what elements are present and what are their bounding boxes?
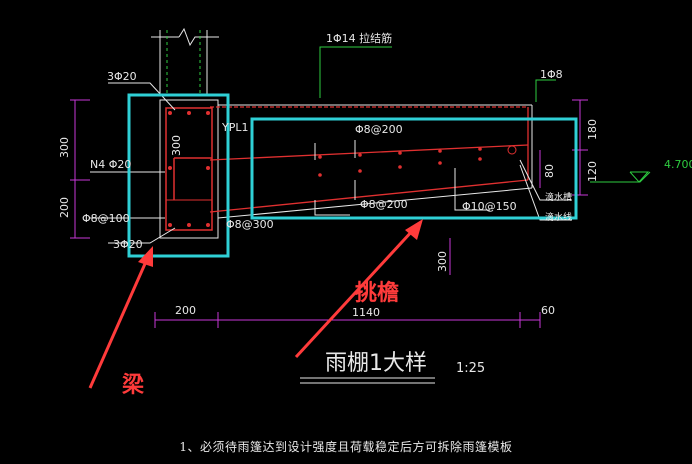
- cantilever-callout: 挑檐: [355, 280, 399, 306]
- top-left-bar-label: 3Φ20: [107, 70, 137, 83]
- beam-callout: 梁: [121, 373, 144, 398]
- drawing-scale: 1:25: [456, 361, 485, 376]
- beam-section-dim: 300: [170, 135, 183, 156]
- wall-hatch: [166, 30, 201, 95]
- drip-label-1: 滴水槽: [545, 191, 572, 203]
- elevation-label: 4.700: [664, 158, 692, 171]
- canopy-main-bar-label: Φ10@150: [462, 200, 517, 213]
- beam-highlight-box: [127, 93, 230, 258]
- canopy-dist-bar-label: Φ8@200: [360, 198, 408, 211]
- dim-bottom-1: 1140: [352, 306, 380, 319]
- dim-bottom-2: 60: [541, 304, 555, 317]
- drip-groove-symbol: [507, 145, 517, 155]
- drip-label-2: 滴水线: [545, 211, 572, 223]
- dim-bottom-0: 200: [175, 304, 196, 317]
- dim-right-180: 180: [586, 119, 599, 140]
- beam-rebar-dots: [168, 111, 210, 227]
- edge-bar-label: 1Φ8: [540, 68, 563, 81]
- upper-wall: [151, 27, 219, 95]
- construction-note: 1、必须待雨篷达到设计强度且荷载稳定后方可拆除雨篷模板: [179, 440, 513, 454]
- beam-arrow: [88, 246, 153, 389]
- dim-right-80: 80: [543, 164, 556, 178]
- dimension-lines: [70, 99, 588, 328]
- beam-section: [159, 99, 219, 239]
- dim-below-300: 300: [436, 251, 449, 272]
- cantilever-highlight-box: [250, 117, 578, 220]
- drawing-title: 雨棚1大样: [325, 351, 427, 376]
- dim-left-200: 200: [58, 197, 71, 218]
- dim-left-300: 300: [58, 137, 71, 158]
- bottom-left-bar-label: 3Φ20: [113, 238, 143, 251]
- leader-lines: [319, 46, 651, 183]
- cantilever-arrow: [294, 219, 423, 359]
- tie-bar-label: 1Φ14 拉结筋: [326, 31, 392, 45]
- elevation-marker: [629, 171, 650, 183]
- slab-rebar-dots: [318, 147, 482, 177]
- beam-mark-label: YPL1: [221, 121, 248, 134]
- dim-right-120: 120: [586, 161, 599, 182]
- stirrup-beam-label: Φ8@300: [226, 218, 274, 231]
- waist-bar-label: N4 Φ20: [90, 158, 131, 171]
- canopy-top-bar-label: Φ8@200: [355, 123, 403, 136]
- stirrup-left-label: Φ8@100: [82, 212, 130, 225]
